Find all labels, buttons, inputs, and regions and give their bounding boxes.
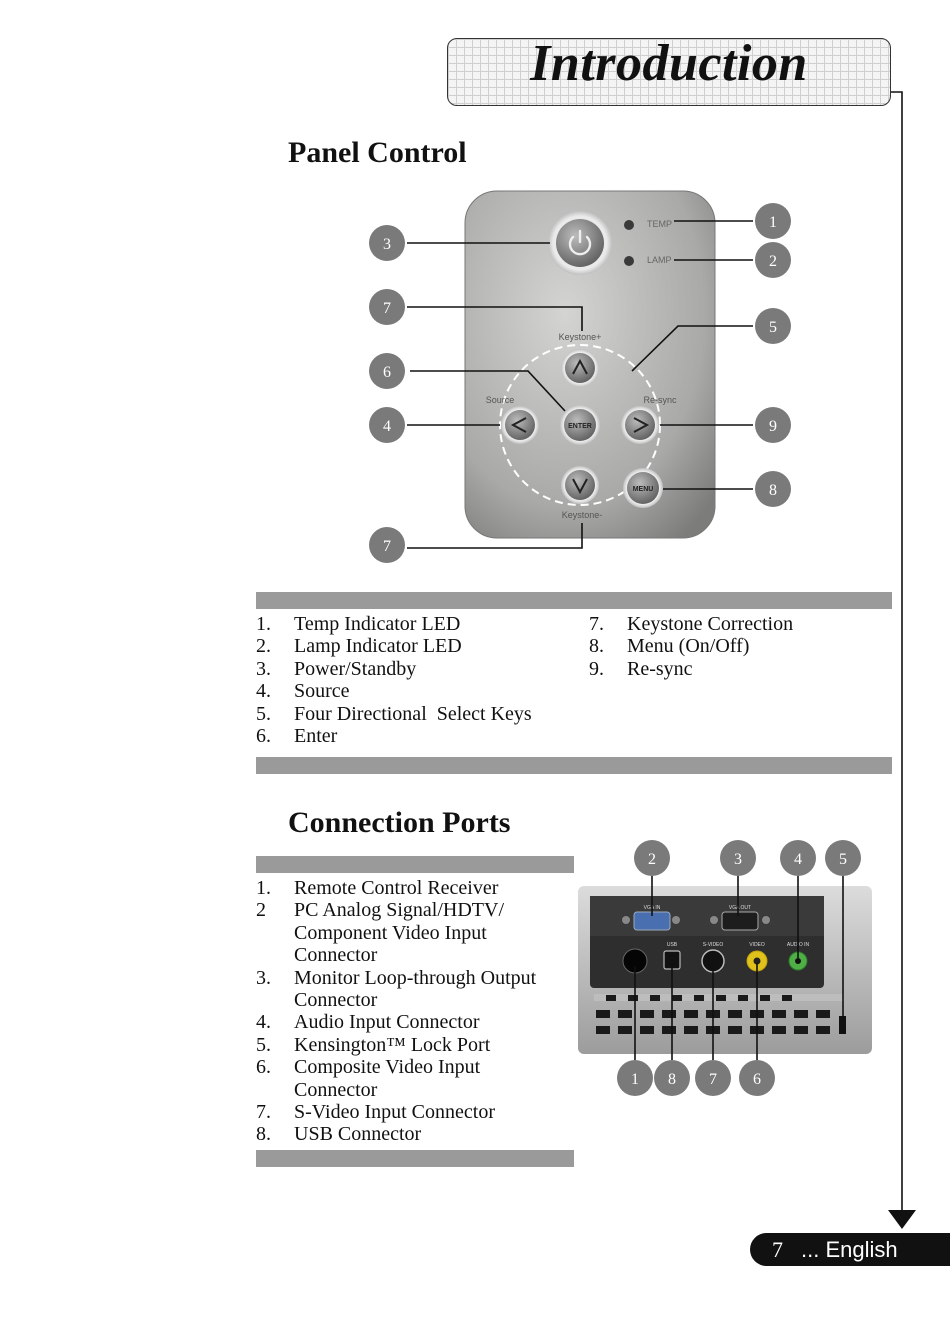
page-footer-tab: 7 ... English [750,1233,950,1266]
svg-text:3: 3 [734,851,742,868]
panel-control-title: Panel Control [288,136,467,169]
enter-button-label: ENTER [568,423,592,430]
lamp-led-label: LAMP [647,255,672,265]
port-callout-8: 8 [654,1060,690,1096]
list-item: 2.Lamp Indicator LED [256,635,462,658]
list-item: 6.Enter [256,725,338,748]
callout-6: 6 [369,353,405,389]
callout-8: 8 [755,471,791,507]
leader-lines [407,220,753,549]
svg-text:7: 7 [383,538,391,555]
panel-control-illustration: TEMP LAMP Keystone+ Keystone- Source Re-… [369,190,791,563]
svg-text:6: 6 [753,1071,761,1088]
callout-9: 9 [755,407,791,443]
resync-label: Re-sync [643,395,677,405]
temp-led [624,220,634,230]
port-leader-lines [634,876,844,1060]
port-callout-7: 7 [695,1060,731,1096]
list-item: 1.Temp Indicator LED [256,613,461,635]
svg-text:6: 6 [383,364,391,381]
svg-text:1: 1 [769,214,777,231]
list-item: 8.USB Connector [256,1123,422,1146]
list-item: 9.Re-sync [589,657,693,680]
svg-text:8: 8 [769,482,777,499]
panel-items-right: 7.Keystone Correction 8.Menu (On/Off) 9.… [589,613,889,680]
video-label: VIDEO [749,942,765,948]
vga-out-label: VGA OUT [729,905,751,911]
port-callout-5: 5 [825,840,861,876]
ports-list-bottom-bar [256,1150,574,1167]
svg-text:9: 9 [769,418,777,435]
keystone-plus-label: Keystone+ [559,332,602,342]
svg-text:7: 7 [709,1071,717,1088]
callout-7-top: 7 [369,289,405,325]
list-item: 7.S-Video Input Connector [256,1101,495,1124]
connection-ports-photo: VGA IN VGA OUT USB S-VIDEO VIDEO AUDIO I… [578,840,872,1096]
svg-text:7: 7 [383,300,391,317]
port-callout-6: 6 [739,1060,775,1096]
vent-slots [594,994,844,1034]
lamp-led [624,256,634,266]
enter-button: ENTER [560,405,600,445]
list-item: 7.Keystone Correction [589,613,794,635]
callout-2: 2 [755,242,791,278]
keystone-minus-label: Keystone- [562,510,603,520]
svg-text:2: 2 [648,851,656,868]
resync-right-button [621,406,659,444]
list-item: 5.Four Directional Select Keys [256,702,532,725]
list-item: 4.Audio Input Connector [256,1011,480,1034]
header-box [447,38,891,106]
keystone-down-button [561,466,599,504]
list-item: 1.Remote Control Receiver [256,877,499,899]
svideo-label: S-VIDEO [703,942,724,948]
panel-list-bottom-bar [256,757,892,774]
svg-text:4: 4 [794,851,802,868]
usb-label: USB [667,942,678,948]
port-callout-2: 2 [634,840,670,876]
keystone-up-button [561,349,599,387]
callout-5: 5 [755,308,791,344]
temp-led-label: TEMP [647,219,672,229]
page-edge-arrow [888,91,916,1229]
port-callout-4: 4 [780,840,816,876]
svg-text:1: 1 [631,1071,639,1088]
menu-button: MENU [623,468,663,508]
source-label: Source [486,395,515,405]
svg-text:2: 2 [769,253,777,270]
svg-text:5: 5 [769,319,777,336]
kensington-lock-port [839,1016,846,1034]
power-button [548,211,612,275]
callout-4: 4 [369,407,405,443]
list-item: 4.Source [256,680,350,703]
panel-items-left: 1.Temp Indicator LED 2.Lamp Indicator LE… [256,613,586,747]
port-callout-3: 3 [720,840,756,876]
svg-text:8: 8 [668,1071,676,1088]
svg-text:5: 5 [839,851,847,868]
panel-list-top-bar [256,592,892,609]
menu-button-label: MENU [633,486,654,493]
language-label: ... English [801,1236,898,1262]
svg-text:3: 3 [383,236,391,253]
list-item: 3.Power/Standby [256,657,417,680]
vga-out-port [710,911,770,931]
port-callout-1: 1 [617,1060,653,1096]
callout-3: 3 [369,225,405,261]
connection-ports-title: Connection Ports [288,806,511,839]
callout-1: 1 [755,203,791,239]
callout-7-bottom: 7 [369,527,405,563]
page-title: Introduction [530,35,808,92]
ports-list-top-bar [256,856,574,873]
page-number: 7 [772,1236,783,1262]
list-item: 5.Kensington™ Lock Port [256,1033,491,1056]
list-item: 8.Menu (On/Off) [589,635,750,658]
source-left-button [501,406,539,444]
svg-text:4: 4 [383,418,391,435]
